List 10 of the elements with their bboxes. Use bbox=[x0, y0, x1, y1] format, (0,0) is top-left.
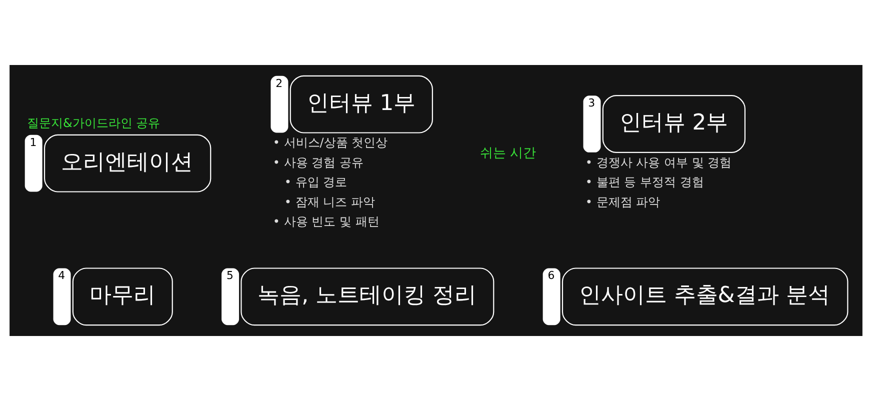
node-label: 질문지&가이드라인 공유 bbox=[26, 116, 160, 130]
node-label: • 잠재 니즈 파악 bbox=[284, 194, 374, 209]
node-label: • 유입 경로 bbox=[284, 175, 347, 190]
node-label: • 문제점 파악 bbox=[584, 194, 660, 209]
label: 쉬는 시간 bbox=[479, 146, 536, 161]
node-label: • 서비스/상품 첫인상 bbox=[272, 136, 388, 150]
node-label: • 불편 등 부정적 경험 bbox=[584, 175, 704, 190]
node-label: • 사용 경험 공유 bbox=[272, 155, 363, 170]
node-label: • 사용 빈도 및 패턴 bbox=[272, 214, 379, 228]
node-label: • 경쟁사 사용 여부 및 경험 bbox=[584, 155, 732, 170]
